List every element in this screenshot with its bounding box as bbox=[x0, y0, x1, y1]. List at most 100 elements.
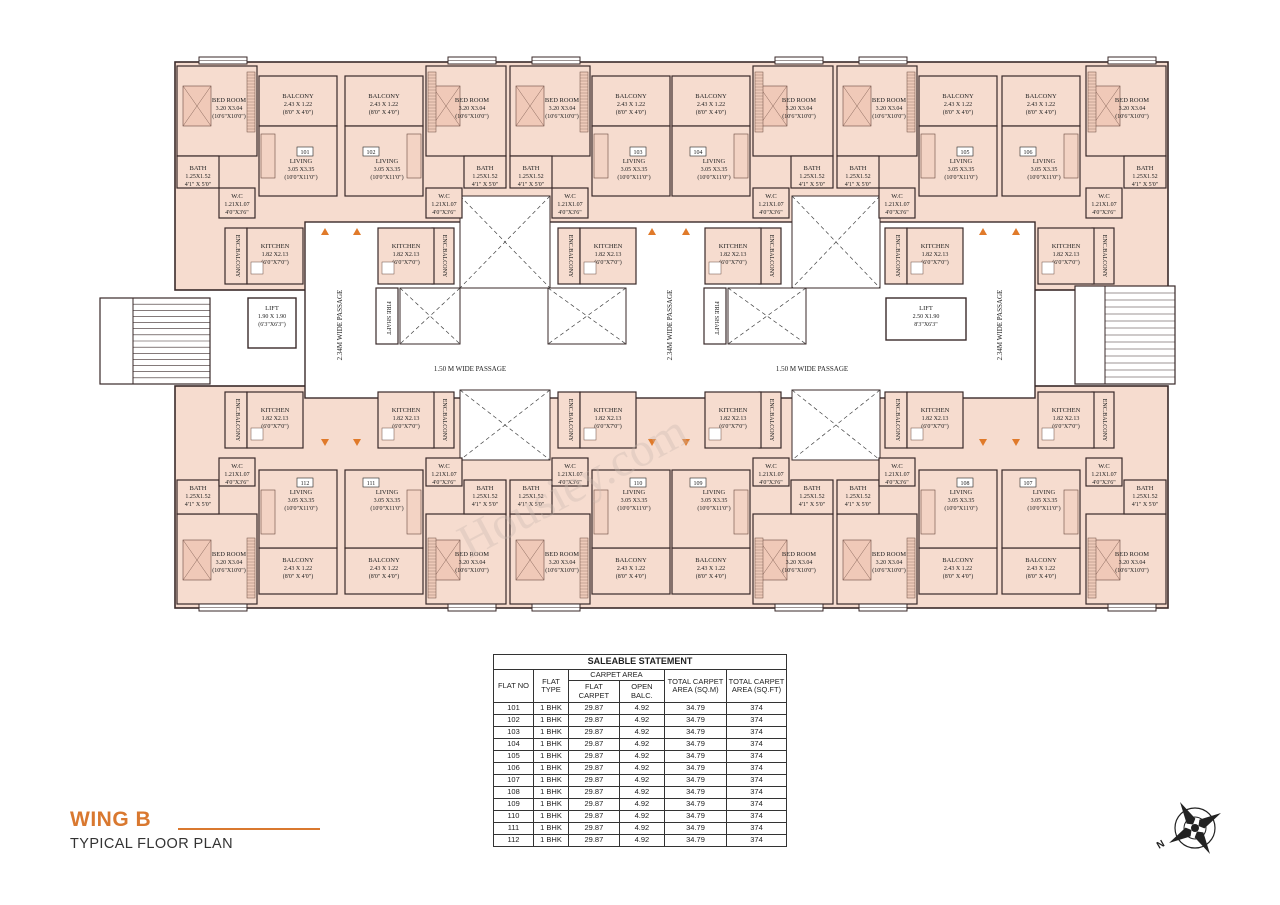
living-102-dim: 3.05 X3.35 bbox=[374, 167, 401, 173]
balcony-105 bbox=[918, 75, 998, 127]
kitchen-107-dim: 1.82 X2.13 bbox=[1053, 416, 1080, 422]
bed-icon bbox=[515, 539, 545, 581]
living-102-ft: (10'0"X11'0") bbox=[370, 174, 403, 181]
bath-105-label: BATH bbox=[850, 165, 867, 172]
bedroom-101-ft: (10'6"X10'0") bbox=[212, 113, 245, 120]
sofa-icon bbox=[1063, 133, 1079, 179]
wc-104-ft: 4'0"X3'6" bbox=[759, 210, 783, 216]
table-cell: 103 bbox=[493, 726, 534, 739]
wc-109-dim: 1.21X1.07 bbox=[758, 472, 783, 478]
living-112-ft: (10'0"X11'0") bbox=[284, 505, 317, 512]
living-101-dim: 3.05 X3.35 bbox=[288, 167, 315, 173]
kitchen-105 bbox=[906, 227, 964, 285]
table-cell: 1 BHK bbox=[533, 702, 569, 715]
wc-104-label: W.C bbox=[765, 193, 777, 200]
wc-109-label: W.C bbox=[765, 463, 777, 470]
wardrobe-icon bbox=[427, 71, 437, 133]
wc-108 bbox=[878, 457, 916, 487]
wc-111-label: W.C bbox=[438, 463, 450, 470]
entry-arrow-up-icon bbox=[979, 228, 987, 235]
bath-106-ft: 4'1" X 5'0" bbox=[1132, 182, 1159, 188]
title-rule bbox=[178, 828, 320, 830]
enc-balcony-label: ENC.BALCONY bbox=[768, 235, 774, 278]
bedroom-101-label: BED ROOM bbox=[212, 97, 246, 104]
table-cell: 1 BHK bbox=[533, 738, 569, 751]
bedroom-108-label: BED ROOM bbox=[872, 551, 906, 558]
bedroom-111-dim: 3.20 X3.04 bbox=[459, 560, 486, 566]
wc-105 bbox=[878, 187, 916, 219]
bedroom-109-dim: 3.20 X3.04 bbox=[786, 560, 813, 566]
balcony-106 bbox=[1001, 75, 1081, 127]
wc-104 bbox=[752, 187, 790, 219]
living-105-ft: (10'0"X11'0") bbox=[944, 174, 977, 181]
sink-icon bbox=[381, 427, 395, 441]
living-107-dim: 3.05 X3.35 bbox=[1031, 498, 1058, 504]
bedroom-107-ft: (10'6"X10'0") bbox=[1115, 567, 1148, 574]
bath-101-dim: 1.25X1.52 bbox=[185, 174, 210, 180]
bedroom-104-ft: (10'6"X10'0") bbox=[782, 113, 815, 120]
table-cell: 4.92 bbox=[618, 834, 666, 847]
bedroom-103 bbox=[509, 65, 591, 157]
sink-icon bbox=[1041, 261, 1055, 275]
table-cell: 104 bbox=[493, 738, 534, 751]
flat-number-108: 108 bbox=[961, 481, 970, 487]
open-shaft-3 bbox=[459, 389, 551, 461]
balcony-112-ft: (8'0" X 4'0") bbox=[283, 573, 313, 580]
enc-balcony-label: ENC.BALCONY bbox=[1101, 399, 1107, 442]
bedroom-107-label: BED ROOM bbox=[1115, 551, 1149, 558]
balcony-105-dim: 2.43 X 1.22 bbox=[944, 102, 972, 108]
wc-102 bbox=[425, 187, 463, 219]
enc-balcony-label: ENC.BALCONY bbox=[894, 399, 900, 442]
living-110-dim: 3.05 X3.35 bbox=[621, 498, 648, 504]
balcony-111-ft: (8'0" X 4'0") bbox=[369, 573, 399, 580]
kitchen-106 bbox=[1037, 227, 1095, 285]
bedroom-101-dim: 3.20 X3.04 bbox=[216, 106, 243, 112]
bath-103-label: BATH bbox=[523, 165, 540, 172]
balcony-107-dim: 2.43 X 1.22 bbox=[1027, 566, 1055, 572]
living-106-label: LIVING bbox=[1033, 158, 1056, 165]
kitchen-101-dim: 1.82 X2.13 bbox=[262, 252, 289, 258]
living-106-ft: (10'0"X11'0") bbox=[1027, 174, 1060, 181]
bath-112-label: BATH bbox=[190, 485, 207, 492]
table-cell: 34.79 bbox=[664, 738, 727, 751]
entry-arrow-up-icon bbox=[1012, 228, 1020, 235]
living-106-dim: 3.05 X3.35 bbox=[1031, 167, 1058, 173]
enc-balcony-label: ENC.BALCONY bbox=[1101, 235, 1107, 278]
entry-arrow-up-icon bbox=[648, 228, 656, 235]
entry-arrow-up-icon bbox=[353, 228, 361, 235]
kitchen-104-dim: 1.82 X2.13 bbox=[720, 252, 747, 258]
bedroom-102-ft: (10'6"X10'0") bbox=[455, 113, 488, 120]
entry-arrow-down-icon bbox=[353, 439, 361, 446]
balcony-103-ft: (8'0" X 4'0") bbox=[616, 109, 646, 116]
table-cell: 374 bbox=[726, 798, 787, 811]
wc-109-ft: 4'0"X3'6" bbox=[759, 480, 783, 486]
wardrobe-icon bbox=[579, 537, 589, 599]
living-112-dim: 3.05 X3.35 bbox=[288, 498, 315, 504]
enc-balcony-label: ENC.BALCONY bbox=[441, 235, 447, 278]
balcony-104-ft: (8'0" X 4'0") bbox=[696, 109, 726, 116]
kitchen-107-label: KITCHEN bbox=[1052, 407, 1081, 414]
sink-icon bbox=[250, 427, 264, 441]
bath-107 bbox=[1123, 479, 1167, 515]
lift-right bbox=[885, 297, 967, 341]
wc-101 bbox=[218, 187, 256, 219]
kitchen-109-ft: (6'0"X7'0") bbox=[719, 423, 746, 430]
enc-balcony-label: ENC.BALCONY bbox=[234, 399, 240, 442]
table-cell: 1 BHK bbox=[533, 822, 569, 835]
flat-no-tag bbox=[689, 146, 707, 157]
kitchen-102-label: KITCHEN bbox=[392, 243, 421, 250]
bath-108 bbox=[836, 479, 880, 515]
kitchen-110-label: KITCHEN bbox=[594, 407, 623, 414]
wardrobe-icon bbox=[906, 537, 916, 599]
balcony-103 bbox=[591, 75, 671, 127]
bedroom-109-label: BED ROOM bbox=[782, 551, 816, 558]
enc-balcony-label: ENC.BALCONY bbox=[567, 235, 573, 278]
balcony-106-dim: 2.43 X 1.22 bbox=[1027, 102, 1055, 108]
bath-107-label: BATH bbox=[1137, 485, 1154, 492]
fire-shaft-left-label: FIRE SHAFT bbox=[385, 301, 391, 335]
bath-111-dim: 1.25X1.52 bbox=[472, 494, 497, 500]
flat-number-101: 101 bbox=[301, 150, 310, 156]
